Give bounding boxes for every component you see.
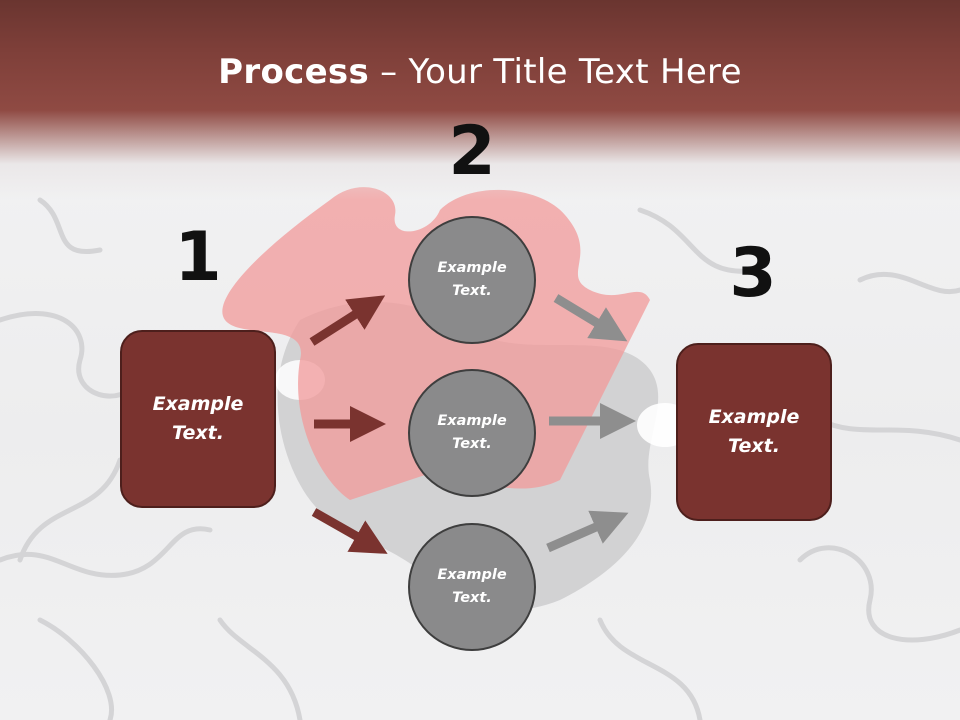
- circle-bottom-line1: Example: [437, 567, 507, 583]
- arrow-top-to-3: [553, 294, 628, 342]
- circle-top-line1: Example: [437, 260, 507, 276]
- step-2-circle-middle[interactable]: Example Text.: [408, 369, 536, 497]
- title-rest: – Your Title Text Here: [369, 52, 742, 92]
- circle-bottom-line2: Text.: [452, 590, 492, 606]
- step-3-text-line2: Text.: [728, 435, 780, 457]
- slide-title: Process – Your Title Text Here: [0, 52, 960, 92]
- arrow-1-to-top: [309, 295, 386, 346]
- step-1-number: 1: [174, 218, 222, 297]
- circle-middle-line1: Example: [437, 413, 507, 429]
- circle-middle-line2: Text.: [452, 436, 492, 452]
- title-banner: [0, 0, 960, 200]
- step-3-box[interactable]: Example Text.: [676, 343, 832, 521]
- arrow-1-to-bottom: [311, 508, 388, 554]
- step-3-number: 3: [729, 234, 777, 313]
- step-2-circle-bottom[interactable]: Example Text.: [408, 523, 536, 651]
- step-1-box[interactable]: Example Text.: [120, 330, 276, 508]
- step-2-circle-top[interactable]: Example Text.: [408, 216, 536, 344]
- step-2-number: 2: [448, 112, 496, 191]
- step-1-text-line2: Text.: [172, 422, 224, 444]
- step-1-text-line1: Example: [152, 393, 244, 415]
- arrow-bottom-to-3: [546, 510, 629, 553]
- step-3-text-line1: Example: [708, 406, 800, 428]
- title-bold: Process: [218, 52, 370, 92]
- circle-top-line2: Text.: [452, 283, 492, 299]
